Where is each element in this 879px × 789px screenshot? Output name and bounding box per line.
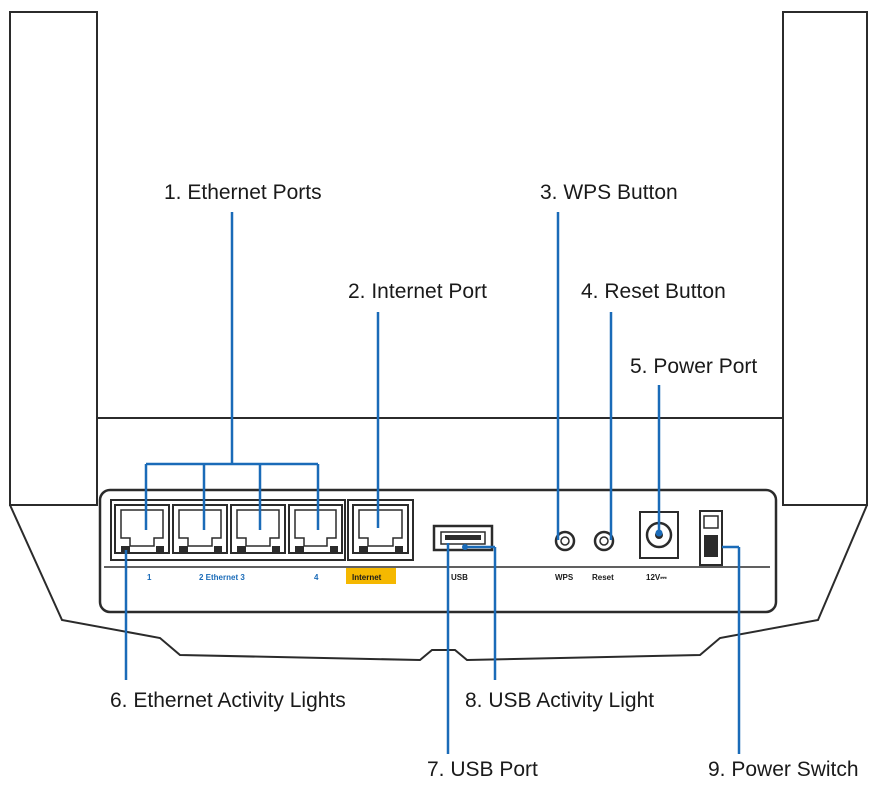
right-antenna	[782, 11, 868, 506]
callout-lines	[124, 212, 741, 754]
eth1-label: 1	[147, 573, 152, 582]
ethernet-port-1[interactable]	[114, 504, 170, 554]
usb-port[interactable]	[432, 524, 494, 552]
callout-usb-port: 7. USB Port	[427, 758, 538, 781]
usb-label: USB	[451, 573, 468, 582]
ethernet-port-2[interactable]	[172, 504, 228, 554]
callout-ethernet-ports: 1. Ethernet Ports	[164, 181, 322, 204]
left-antenna	[9, 11, 98, 506]
internet-port[interactable]	[347, 499, 414, 561]
internet-badge	[346, 568, 396, 584]
eth4-label: 4	[314, 573, 319, 582]
callout-reset-button: 4. Reset Button	[581, 280, 726, 303]
callout-internet-port: 2. Internet Port	[348, 280, 487, 303]
power-label: 12V⎓	[646, 573, 667, 582]
ethernet-port-3[interactable]	[230, 504, 286, 554]
reset-label: Reset	[592, 573, 614, 582]
wps-button[interactable]	[554, 530, 576, 552]
internet-label: Internet	[352, 573, 382, 582]
callout-wps-button: 3. WPS Button	[540, 181, 678, 204]
callout-usb-activity-light: 8. USB Activity Light	[465, 689, 655, 712]
wps-label: WPS	[555, 573, 574, 582]
callout-power-port: 5. Power Port	[630, 355, 758, 378]
eth23-label: 2 Ethernet 3	[199, 573, 245, 582]
callout-ethernet-activity-lights: 6. Ethernet Activity Lights	[110, 689, 346, 712]
reset-button[interactable]	[593, 530, 615, 552]
router-base	[9, 504, 868, 662]
power-switch[interactable]	[699, 510, 723, 566]
callout-power-switch: 9. Power Switch	[708, 759, 859, 780]
ethernet-port-4[interactable]	[288, 504, 343, 554]
